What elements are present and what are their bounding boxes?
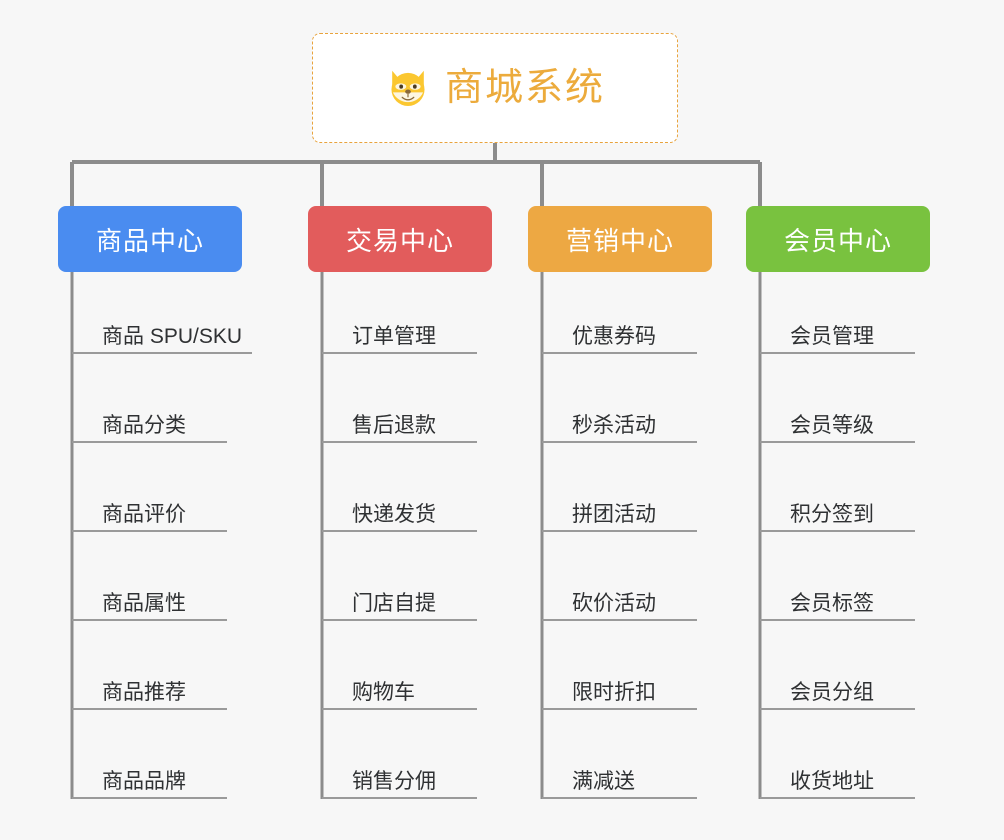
leaf-item[interactable]: 商品评价: [72, 488, 227, 532]
leaf-item-label: 购物车: [352, 680, 415, 704]
leaf-item[interactable]: 会员标签: [760, 577, 915, 621]
leaf-item[interactable]: 商品推荐: [72, 666, 227, 710]
leaf-item[interactable]: 快递发货: [322, 488, 477, 532]
category-label: 商品中心: [95, 225, 204, 256]
leaf-item[interactable]: 商品 SPU/SKU: [72, 310, 253, 354]
leaf-item-label: 砍价活动: [572, 591, 656, 615]
leaf-item[interactable]: 商品属性: [72, 577, 227, 621]
category-label: 会员中心: [783, 225, 892, 256]
leaf-item[interactable]: 收货地址: [760, 755, 915, 799]
leaf-item-label: 积分签到: [790, 502, 874, 526]
leaf-item[interactable]: 限时折扣: [542, 666, 697, 710]
leaf-item[interactable]: 砍价活动: [542, 577, 697, 621]
leaf-item[interactable]: 优惠券码: [542, 310, 697, 354]
category-box-3[interactable]: 营销中心: [528, 206, 712, 272]
leaf-item-label: 会员标签: [790, 591, 874, 615]
leaf-item-label: 优惠券码: [572, 324, 656, 348]
leaf-item-label: 商品评价: [102, 502, 186, 526]
leaf-item[interactable]: 购物车: [322, 666, 477, 710]
leaf-item-label: 商品推荐: [102, 680, 186, 704]
shiba-dog-face-icon: [385, 65, 431, 111]
leaf-item-label: 商品分类: [102, 413, 186, 437]
leaf-item-label: 拼团活动: [572, 502, 656, 526]
category-label: 交易中心: [345, 225, 454, 256]
leaf-item-label: 限时折扣: [572, 680, 656, 704]
leaf-item-label: 商品品牌: [102, 769, 186, 793]
leaf-item-label: 收货地址: [790, 769, 874, 793]
category-box-4[interactable]: 会员中心: [746, 206, 930, 272]
leaf-item[interactable]: 销售分佣: [322, 755, 477, 799]
category-label: 营销中心: [565, 225, 674, 256]
leaf-item[interactable]: 商品品牌: [72, 755, 227, 799]
leaf-item[interactable]: 会员等级: [760, 399, 915, 443]
leaf-item[interactable]: 售后退款: [322, 399, 477, 443]
root-title: 商城系统: [444, 67, 605, 109]
leaf-item-label: 快递发货: [352, 502, 436, 526]
leaf-item-label: 满减送: [572, 769, 635, 793]
leaf-item-label: 会员管理: [790, 324, 874, 348]
leaf-item[interactable]: 门店自提: [322, 577, 477, 621]
leaf-item[interactable]: 拼团活动: [542, 488, 697, 532]
category-box-2[interactable]: 交易中心: [308, 206, 492, 272]
leaf-item-label: 商品 SPU/SKU: [102, 324, 243, 348]
leaf-item[interactable]: 积分签到: [760, 488, 915, 532]
leaf-item-label: 门店自提: [352, 591, 436, 615]
leaf-item-label: 商品属性: [102, 591, 186, 615]
leaf-item-label: 销售分佣: [352, 769, 436, 793]
leaf-item[interactable]: 会员管理: [760, 310, 915, 354]
category-box-1[interactable]: 商品中心: [58, 206, 242, 272]
leaf-item-label: 秒杀活动: [572, 413, 656, 437]
leaf-item[interactable]: 订单管理: [322, 310, 477, 354]
leaf-item-label: 会员等级: [790, 413, 874, 437]
leaf-item[interactable]: 秒杀活动: [542, 399, 697, 443]
leaf-item[interactable]: 会员分组: [760, 666, 915, 710]
leaf-item-label: 订单管理: [352, 324, 436, 348]
leaf-item[interactable]: 满减送: [542, 755, 697, 799]
leaf-item-label: 售后退款: [352, 413, 436, 437]
leaf-item[interactable]: 商品分类: [72, 399, 227, 443]
root-node-mall-system[interactable]: 商城系统: [312, 33, 678, 143]
leaf-item-label: 会员分组: [790, 680, 874, 704]
